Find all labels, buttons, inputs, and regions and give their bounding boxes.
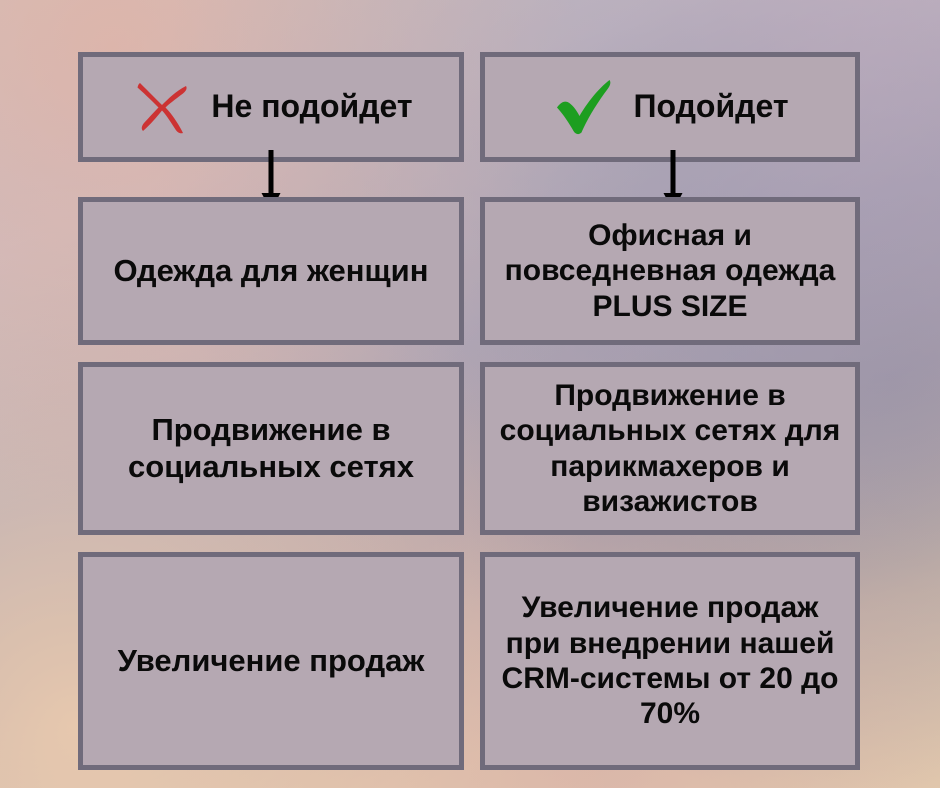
card-right-3-label: Увеличение продаж при внедрении нашей CR… (501, 591, 839, 731)
card-left-1[interactable]: Одежда для женщин (78, 197, 464, 345)
card-left-1-label: Одежда для женщин (113, 252, 429, 288)
card-left-3-label: Увеличение продаж (117, 642, 425, 678)
card-left-3[interactable]: Увеличение продаж (78, 552, 464, 770)
card-left-2[interactable]: Продвижение в социальных сетях (78, 362, 464, 535)
card-left-2-label: Продвижение в социальных сетях (128, 411, 414, 484)
card-right-1-label: Офисная и повседневная одежда PLUS SIZE (504, 218, 836, 323)
header-card-not-suitable[interactable]: Не подойдет (78, 52, 464, 162)
card-right-2-label: Продвижение в социальных сетях для парик… (499, 378, 841, 518)
green-check-icon (551, 74, 617, 140)
header-label-not-suitable: Не подойдет (211, 88, 413, 125)
red-cross-icon (129, 74, 195, 140)
card-right-3[interactable]: Увеличение продаж при внедрении нашей CR… (480, 552, 860, 770)
card-right-1[interactable]: Офисная и повседневная одежда PLUS SIZE (480, 197, 860, 345)
header-card-suitable[interactable]: Подойдет (480, 52, 860, 162)
header-label-suitable: Подойдет (633, 88, 789, 125)
card-right-2[interactable]: Продвижение в социальных сетях для парик… (480, 362, 860, 535)
